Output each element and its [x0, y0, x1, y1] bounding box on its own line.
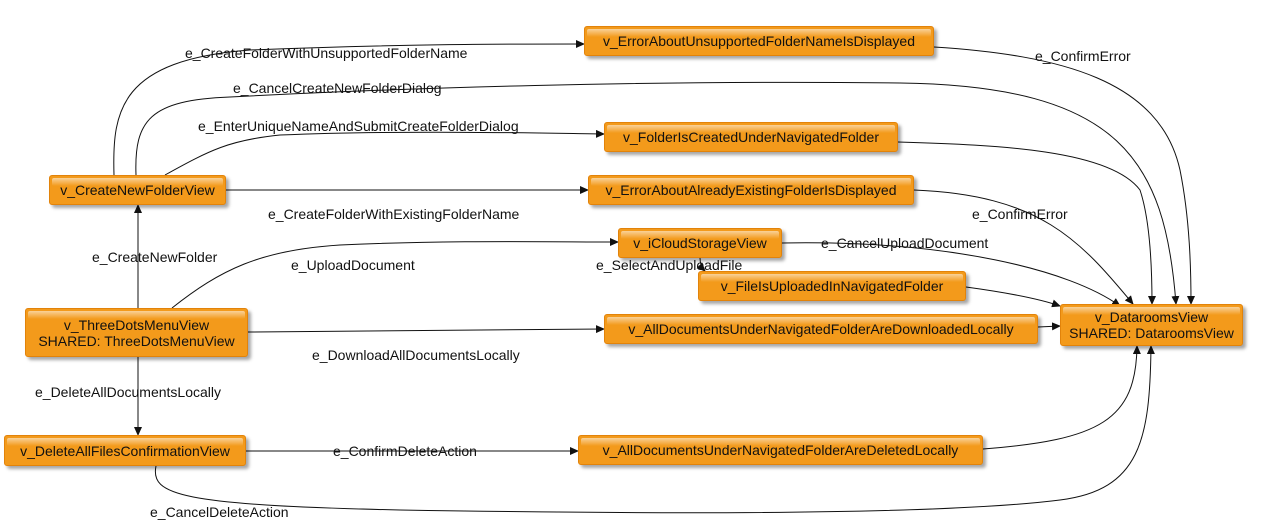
node-all-documents-downloaded[interactable]: v_AllDocumentsUnderNavigatedFolderAreDow…	[604, 314, 1038, 344]
node-delete-all-files-confirmation-view[interactable]: v_DeleteAllFilesConfirmationView	[4, 435, 246, 466]
edge-deleted-to-datarooms	[982, 345, 1141, 450]
edge-confirm-error-existing	[913, 189, 1134, 305]
label-download-all-documents-locally: e_DownloadAllDocumentsLocally	[312, 347, 520, 363]
node-error-already-existing-folder[interactable]: v_ErrorAboutAlreadyExistingFolderIsDispl…	[588, 175, 914, 205]
edge-download-all-documents-locally	[247, 325, 605, 334]
label-delete-all-documents-locally: e_DeleteAllDocumentsLocally	[35, 384, 221, 400]
edge-folder-created-to-datarooms	[897, 141, 1156, 305]
label-upload-document: e_UploadDocument	[291, 257, 415, 273]
edge-confirm-error-unsupported	[933, 46, 1195, 305]
edge-enter-unique-name-submit	[164, 129, 605, 176]
edge-downloaded-to-datarooms	[1037, 322, 1061, 331]
node-datarooms-view[interactable]: v_DataroomsView SHARED: DataroomsView	[1060, 304, 1243, 346]
edge-cancel-upload-document	[781, 242, 1121, 307]
edge-create-folder-unsupported-name	[113, 40, 585, 176]
node-file-is-uploaded[interactable]: v_FileIsUploadedInNavigatedFolder	[698, 271, 966, 301]
node-three-dots-menu-view[interactable]: v_ThreeDotsMenuView SHARED: ThreeDotsMen…	[25, 308, 248, 357]
node-all-documents-deleted[interactable]: v_AllDocumentsUnderNavigatedFolderAreDel…	[578, 435, 983, 465]
label-select-and-upload-file: e_SelectAndUploadFile	[596, 257, 743, 273]
edge-select-and-upload-file	[696, 257, 706, 272]
label-create-folder-existing-name: e_CreateFolderWithExistingFolderName	[268, 206, 520, 222]
label-enter-unique-name-submit: e_EnterUniqueNameAndSubmitCreateFolderDi…	[198, 118, 519, 134]
label-cancel-delete-action: e_CancelDeleteAction	[150, 504, 289, 520]
label-create-folder-unsupported-name: e_CreateFolderWithUnsupportedFolderName	[185, 45, 468, 61]
edge-cancel-delete-action	[154, 345, 1155, 514]
label-confirm-delete-action: e_ConfirmDeleteAction	[333, 443, 477, 459]
label-cancel-create-new-folder-dialog: e_CancelCreateNewFolderDialog	[233, 80, 442, 96]
node-create-new-folder-view[interactable]: v_CreateNewFolderView	[49, 175, 226, 205]
node-icloud-storage-view[interactable]: v_iCloudStorageView	[618, 228, 782, 258]
edge-upload-document	[171, 237, 619, 309]
label-confirm-error-2: e_ConfirmError	[972, 206, 1068, 222]
label-create-new-folder: e_CreateNewFolder	[92, 249, 218, 265]
node-folder-is-created[interactable]: v_FolderIsCreatedUnderNavigatedFolder	[604, 122, 898, 152]
edge-file-uploaded-to-datarooms	[965, 286, 1061, 308]
label-confirm-error-1: e_ConfirmError	[1035, 48, 1131, 64]
edge-cancel-create-new-folder-dialog	[135, 81, 1180, 305]
label-cancel-upload-document: e_CancelUploadDocument	[821, 235, 989, 251]
node-error-unsupported-folder-name[interactable]: v_ErrorAboutUnsupportedFolderNameIsDispl…	[584, 26, 934, 56]
